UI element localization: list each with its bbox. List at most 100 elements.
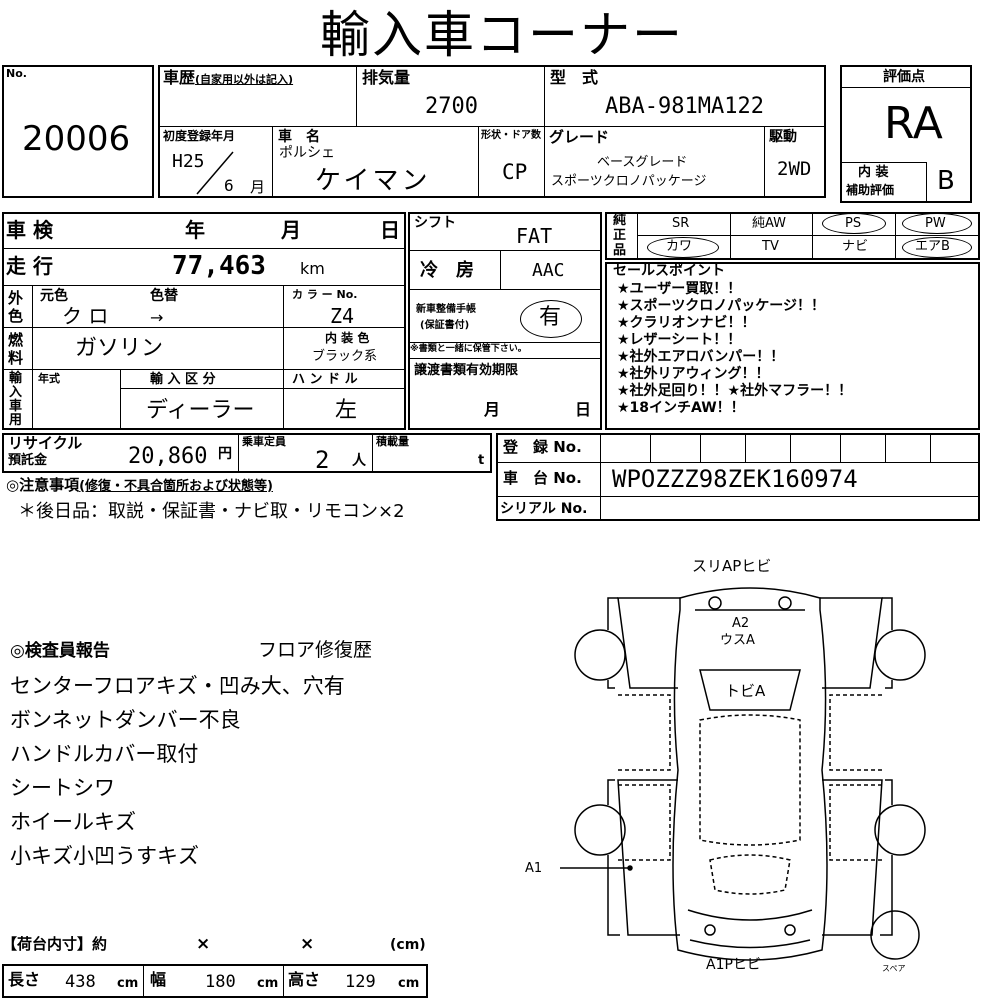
first-reg-slash [196, 151, 234, 195]
car-name-label: 車 名 [278, 129, 320, 145]
displacement-value: 2700 [425, 94, 478, 119]
inspector-line: ホイールキズ [10, 810, 136, 834]
inspection-label: 車 検 [6, 218, 53, 242]
cargo-width-label: 幅 [150, 970, 167, 989]
grade-label: グレード [549, 128, 610, 146]
color-repaint-label: 色替 [150, 288, 178, 304]
cargo-height-unit: cm [398, 976, 420, 991]
equipment-pw: PW [925, 216, 946, 231]
inspector-heading: ◎検査員報告 [10, 641, 110, 661]
equipment-airbag: エアB [915, 239, 950, 254]
load-unit: t [478, 453, 485, 468]
color-original-label: 元色 [40, 288, 68, 304]
registration-label: 登 録 No. [503, 438, 582, 456]
handle-label: ハ ン ド ル [292, 372, 358, 387]
cargo-unit-cm: (cm) [390, 937, 426, 953]
inspector-line: 小キズ小凹うすキズ [10, 844, 199, 868]
import-type-label: 輸 入 区 分 [150, 372, 216, 387]
color-side-label: 外色 [8, 289, 24, 325]
import-type: ディーラー [146, 398, 255, 423]
fuel-side-label: 燃料 [8, 331, 24, 367]
inspection-day: 日 [380, 218, 400, 242]
sales-point-item: ★社外足回り！！★社外マフラー！！ [617, 383, 853, 399]
drive-label: 駆動 [769, 129, 797, 145]
handle-value: 左 [335, 398, 358, 423]
sales-point-item: ★スポーツクロノパッケージ！！ [617, 298, 825, 314]
fuel-value: ガソリン [75, 336, 164, 361]
maintenance-label-1: 新車整備手帳 [416, 304, 476, 315]
cargo-label: 【荷台内寸】約 [2, 935, 108, 953]
import-side-label: 輸入車用 [9, 371, 23, 428]
equipment-navi: ナビ [842, 239, 869, 254]
transfer-label: 譲渡書類有効期限 [414, 363, 519, 378]
registration-box [496, 433, 980, 521]
first-reg-label: 初度登録年月 [163, 129, 236, 143]
page-title: 輸入車コーナー [320, 6, 684, 64]
shift-value: FAT [516, 224, 553, 248]
diagram-hood-label: トビA [725, 682, 766, 700]
recycle-label-1: リサイクル [8, 434, 83, 452]
inspector-heading-note: フロア修復歴 [258, 639, 373, 661]
equipment-leather: カワ [666, 239, 693, 254]
spec-left-box [2, 212, 406, 430]
lot-label: No. [6, 67, 27, 80]
grade-line1: ベースグレード [597, 155, 688, 170]
color-code: Z4 [330, 304, 355, 328]
model-value: ABA-981MA122 [605, 94, 764, 119]
cargo-height-label: 高さ [288, 970, 321, 989]
transfer-month: 月 [484, 400, 501, 419]
cargo-width: 180 [205, 972, 236, 992]
car-name: ケイマン [315, 166, 431, 196]
inspector-line: ハンドルカバー取付 [10, 742, 199, 766]
body-type-value: CP [502, 160, 528, 184]
inspector-line: ボンネットダンバー不良 [10, 708, 241, 732]
inspection-month: 月 [281, 218, 301, 242]
interior-color-label: 内 装 色 [325, 331, 370, 345]
equipment-box [605, 212, 980, 260]
sales-point-item: ★社外エアロバンパー！！ [617, 349, 785, 365]
capacity-value: 2 [315, 446, 330, 474]
cargo-times-1: × [196, 934, 211, 954]
chassis-label: 車 台 No. [503, 469, 582, 487]
transfer-day: 日 [575, 400, 592, 419]
cargo-length-label: 長さ [8, 970, 41, 989]
first-reg-month: 6 [224, 176, 234, 195]
model-label: 型 式 [550, 68, 599, 87]
lot-box [2, 65, 154, 198]
score-box [840, 65, 972, 203]
recycle-value: 20,860 [128, 444, 208, 469]
inspection-year: 年 [185, 218, 205, 242]
color-code-label: カ ラ ー No. [292, 288, 358, 301]
interior-score-value: B [937, 166, 955, 196]
sales-point-item: ★ユーザー買取！！ [617, 281, 742, 297]
chassis-number: WPOZZZ98ZEK160974 [612, 465, 858, 493]
cargo-length: 438 [65, 972, 96, 992]
color-arrow: → [150, 308, 164, 327]
maintenance-value-oval [520, 300, 582, 338]
vehicle-info-box [158, 65, 826, 198]
score-value: RA [884, 98, 943, 149]
diagram-a2-label: A2 [732, 616, 750, 631]
interior-score-label-1: 内 装 [858, 165, 889, 180]
sales-point-item: ★社外リアウィング！！ [617, 366, 770, 382]
grade-line2: スポーツクロノパッケージ [551, 174, 707, 189]
recycle-box [2, 433, 492, 473]
first-reg-year: H25 [172, 151, 205, 172]
diagram-a1-label: A1 [525, 861, 543, 876]
recycle-label-2: 預託金 [8, 453, 48, 468]
lot-number: 20006 [22, 119, 131, 159]
sales-points-label: セールスポイント [613, 263, 725, 279]
capacity-unit: 人 [352, 453, 366, 469]
equipment-airbag-oval [902, 237, 972, 258]
first-reg-month-unit: 月 [250, 178, 266, 196]
inspector-line: シートシワ [10, 776, 115, 800]
equipment-tv: TV [762, 239, 779, 254]
diagram-a2-note: ウスA [720, 633, 755, 648]
load-label: 積載量 [376, 435, 409, 448]
ac-label: 冷 房 [420, 260, 474, 281]
drive-value: 2WD [777, 158, 812, 180]
score-label: 評価点 [883, 69, 925, 85]
equipment-ps: PS [845, 216, 862, 231]
shift-label: シフト [414, 215, 456, 231]
mileage-label: 走 行 [6, 254, 53, 278]
